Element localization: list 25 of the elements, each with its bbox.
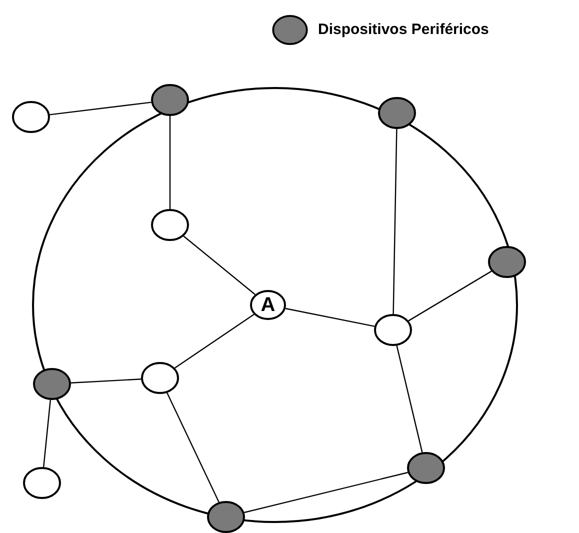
network-boundary-circle xyxy=(32,87,518,523)
connector-line xyxy=(50,102,152,116)
network-node xyxy=(374,314,412,346)
network-node xyxy=(151,209,189,241)
network-node xyxy=(141,362,179,394)
network-node xyxy=(23,467,61,499)
network-node xyxy=(12,101,50,133)
connector-line xyxy=(166,392,220,502)
legend-label: Dispositivos Periféricos xyxy=(318,20,489,40)
node-label: A xyxy=(260,295,276,315)
connector-line xyxy=(183,236,256,295)
peripheral-device-node xyxy=(151,84,189,116)
connector-line xyxy=(285,308,375,327)
connector-line xyxy=(408,270,492,322)
peripheral-device-node xyxy=(378,97,416,129)
connector-line xyxy=(244,472,408,514)
connector-line xyxy=(392,128,398,314)
network-node xyxy=(250,290,286,320)
peripheral-device-node xyxy=(488,246,526,278)
connector-line xyxy=(396,346,423,452)
connector-line xyxy=(169,116,171,209)
peripheral-device-node xyxy=(207,501,245,533)
connector-line xyxy=(174,314,254,368)
connector-line xyxy=(70,378,142,384)
connector-line xyxy=(43,400,51,468)
